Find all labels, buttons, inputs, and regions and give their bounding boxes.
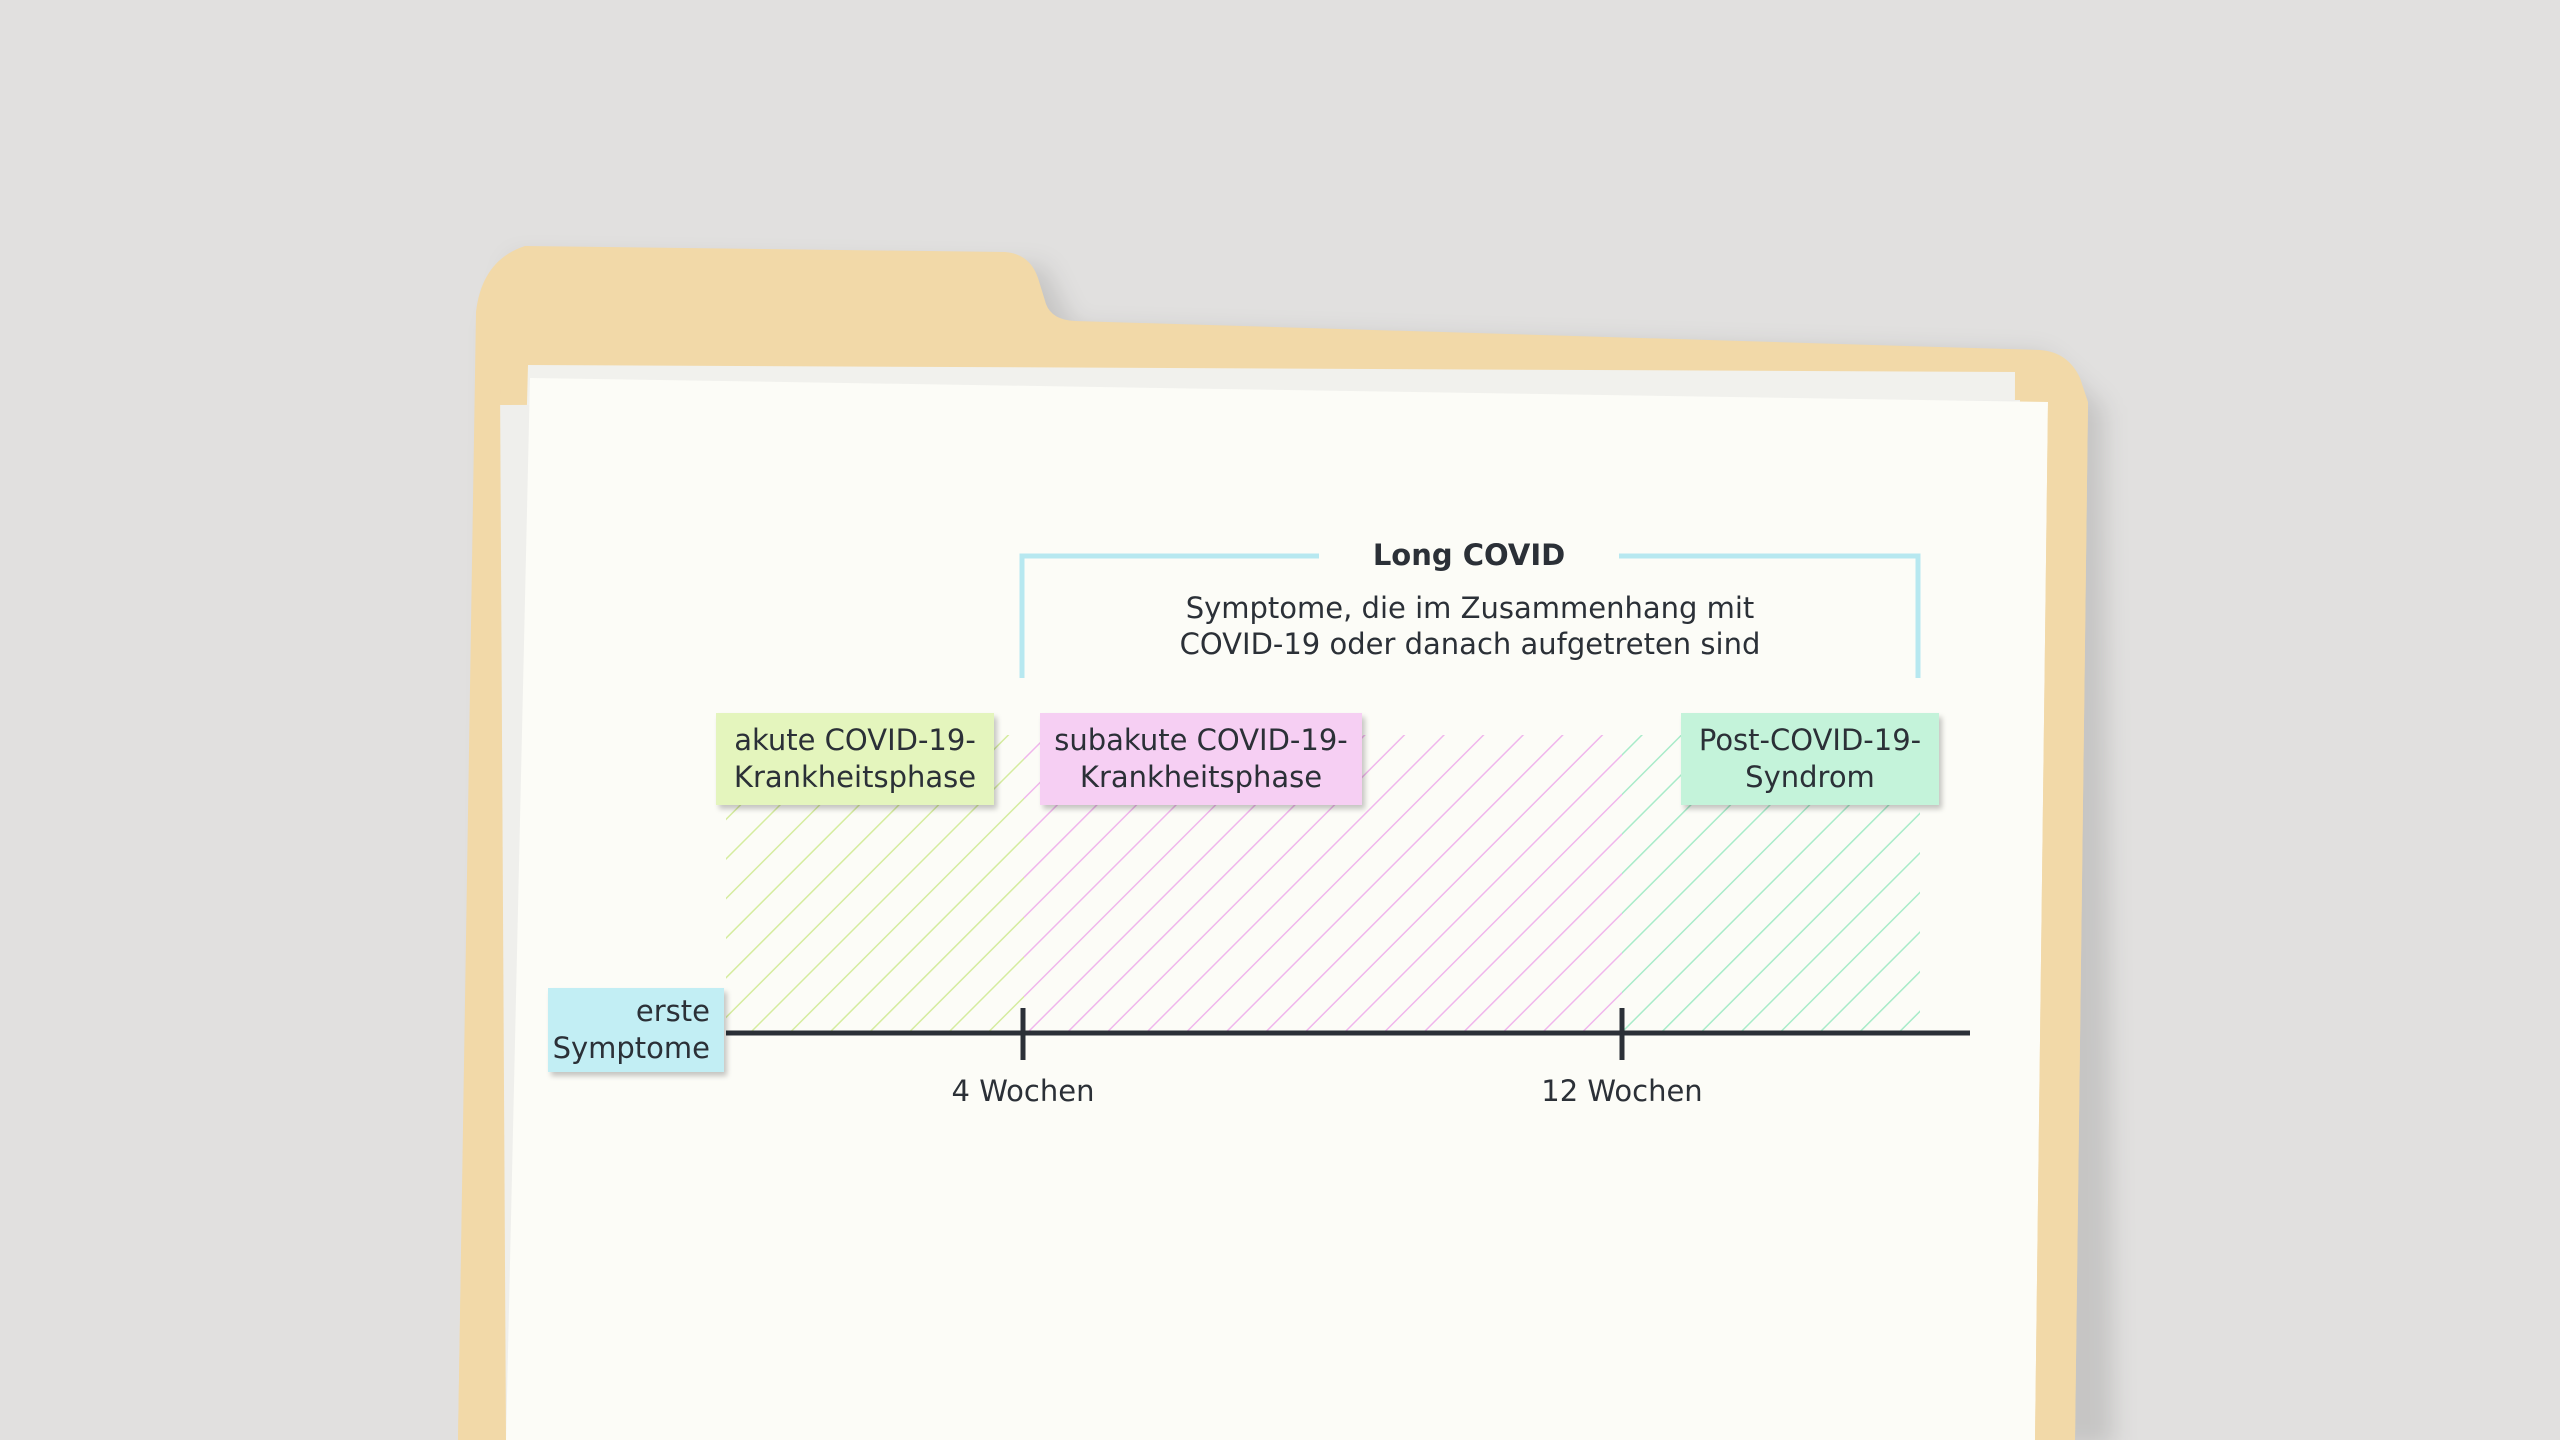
note-subacute-phase: subakute COVID-19- Krankheitsphase	[1040, 713, 1362, 805]
long-covid-description: Symptome, die im Zusammenhang mit COVID-…	[1179, 591, 1761, 661]
folder-front-right	[2035, 402, 2088, 1440]
long-covid-title: Long COVID	[1319, 535, 1619, 575]
tick-label-4-wochen: 4 Wochen	[951, 1074, 1095, 1108]
note-acute-phase: akute COVID-19- Krankheitsphase	[716, 713, 994, 805]
note-erste-symptome: erste Symptome	[548, 988, 724, 1072]
note-post-covid-syndrome: Post-COVID-19- Syndrom	[1681, 713, 1939, 805]
folder-front-left	[458, 380, 506, 1440]
tick-label-12-wochen: 12 Wochen	[1541, 1074, 1703, 1108]
